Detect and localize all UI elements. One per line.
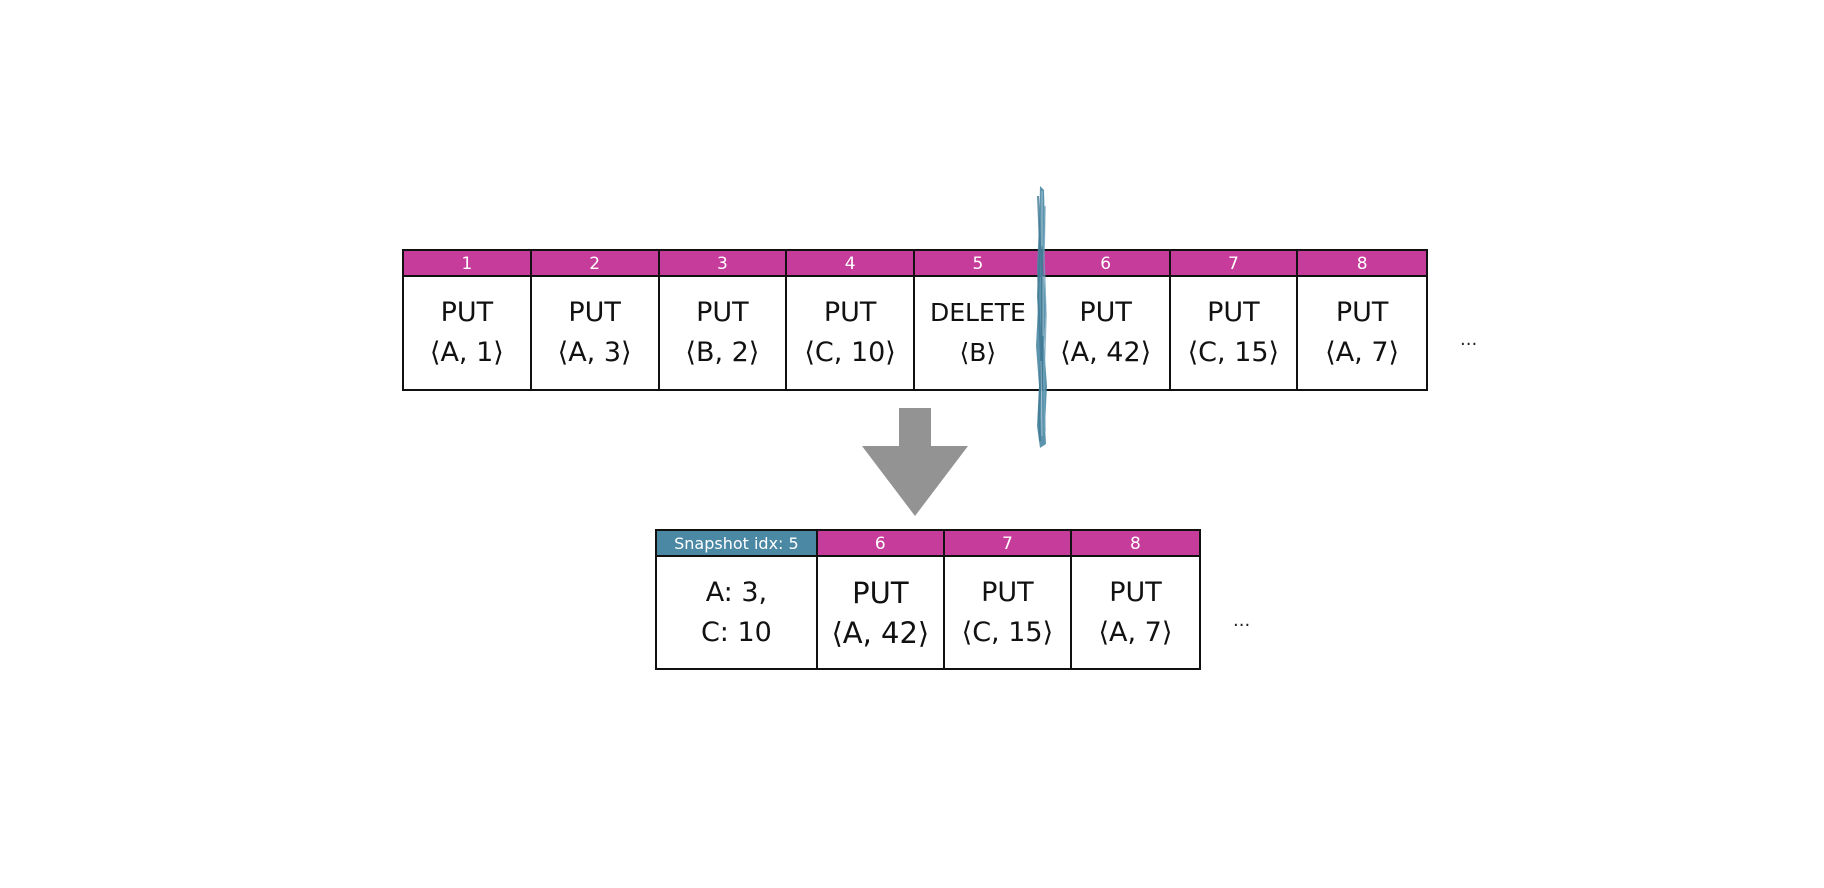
entry-body: PUT ⟨A, 7⟩	[1298, 277, 1426, 389]
entry-op: PUT	[1109, 576, 1162, 608]
log-entry-2: 2 PUT ⟨A, 3⟩	[531, 251, 660, 389]
log-entry-5: 5 DELETE ⟨B⟩	[915, 251, 1043, 389]
cut-line-stroke-texture-2	[1043, 205, 1047, 432]
entry-op: PUT	[568, 297, 621, 328]
entry-op: PUT	[852, 575, 909, 610]
entry-op: DELETE	[929, 298, 1026, 327]
down-arrow-shape	[862, 408, 968, 516]
original-log-ellipsis: ...	[1460, 329, 1478, 350]
entry-args: ⟨A, 42⟩	[1060, 337, 1152, 368]
entry-index: 8	[1298, 251, 1426, 277]
entry-args: ⟨C, 15⟩	[961, 616, 1054, 648]
entry-op: PUT	[696, 297, 749, 328]
entry-body: PUT ⟨C, 15⟩	[945, 557, 1070, 668]
log-entry-4: 4 PUT ⟨C, 10⟩	[787, 251, 915, 389]
entry-index: 4	[787, 251, 913, 277]
entry-args: ⟨B, 2⟩	[685, 337, 760, 368]
entry-args: ⟨C, 15⟩	[1187, 337, 1280, 368]
entry-op: PUT	[1335, 297, 1389, 328]
snapshot-state: A: 3, C: 10	[657, 557, 816, 668]
cut-line-icon	[1036, 186, 1047, 448]
entry-op: PUT	[823, 297, 877, 328]
entry-index: 6	[1042, 251, 1169, 277]
entry-op: PUT	[981, 576, 1034, 608]
entry-body: DELETE ⟨B⟩	[915, 277, 1041, 389]
entry-index: 6	[817, 531, 943, 557]
cut-line-stroke-highlight	[1040, 191, 1044, 437]
entry-args: ⟨A, 42⟩	[831, 615, 930, 650]
log-entry-1: 1 PUT ⟨A, 1⟩	[404, 251, 532, 389]
entry-body: PUT ⟨A, 3⟩	[532, 277, 658, 389]
snapshot-state-line: A: 3,	[705, 576, 768, 608]
log-entry-8: 8 PUT ⟨A, 7⟩	[1298, 251, 1426, 389]
entry-body: PUT ⟨A, 1⟩	[404, 277, 530, 389]
entry-body: PUT ⟨C, 15⟩	[1171, 277, 1297, 389]
log-entry-7: 7 PUT ⟨C, 15⟩	[1170, 251, 1299, 389]
entry-body: PUT ⟨B, 2⟩	[660, 277, 786, 389]
compacted-entry-7: 7 PUT ⟨C, 15⟩	[944, 531, 1072, 668]
compacted-entry-6: 6 PUT ⟨A, 42⟩	[817, 531, 945, 668]
entry-args: ⟨A, 3⟩	[557, 337, 632, 368]
compacted-entry-8: 8 PUT ⟨A, 7⟩	[1071, 531, 1199, 668]
log-entry-6: 6 PUT ⟨A, 42⟩	[1042, 251, 1171, 389]
entry-body: PUT ⟨C, 10⟩	[787, 277, 913, 389]
entry-index: 5	[915, 251, 1041, 277]
snapshot-label: Snapshot idx: 5	[657, 531, 816, 557]
entry-index: 3	[659, 251, 786, 277]
snapshot-cell: Snapshot idx: 5 A: 3, C: 10	[657, 531, 818, 668]
down-arrow-icon	[862, 408, 968, 516]
entry-args: ⟨A, 1⟩	[429, 337, 504, 368]
snapshot-state-line: C: 10	[700, 616, 772, 648]
cut-line-stroke-texture-1	[1036, 195, 1043, 442]
entry-args: ⟨A, 7⟩	[1098, 616, 1173, 648]
log-entry-3: 3 PUT ⟨B, 2⟩	[659, 251, 788, 389]
entry-args: ⟨C, 10⟩	[804, 337, 896, 368]
entry-op: PUT	[1207, 297, 1260, 328]
compacted-log: Snapshot idx: 5 A: 3, C: 10 6 PUT ⟨A, 42…	[655, 529, 1201, 670]
entry-op: PUT	[1079, 297, 1132, 328]
entry-body: PUT ⟨A, 7⟩	[1072, 557, 1199, 668]
entry-args: ⟨B⟩	[959, 338, 997, 367]
original-log: 1 PUT ⟨A, 1⟩ 2 PUT ⟨A, 3⟩ 3 PUT ⟨B, 2⟩ 4…	[402, 249, 1428, 391]
compacted-log-ellipsis: ...	[1233, 610, 1251, 631]
entry-op: PUT	[440, 297, 494, 328]
entry-index: 2	[531, 251, 658, 277]
entry-args: ⟨A, 7⟩	[1325, 337, 1400, 368]
entry-body: PUT ⟨A, 42⟩	[818, 557, 943, 668]
entry-index: 7	[1170, 251, 1297, 277]
entry-index: 1	[404, 251, 530, 277]
entry-index: 7	[944, 531, 1070, 557]
entry-index: 8	[1071, 531, 1199, 557]
entry-body: PUT ⟨A, 42⟩	[1043, 277, 1169, 389]
